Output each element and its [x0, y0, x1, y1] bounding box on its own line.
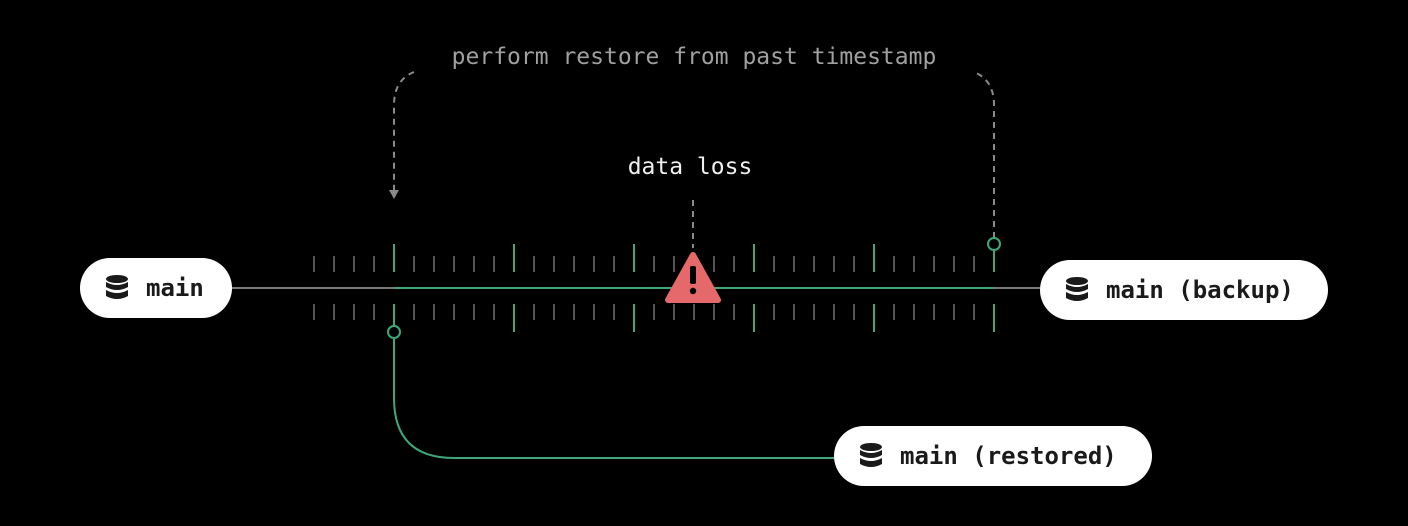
branch-backup[interactable]: main (backup): [1040, 260, 1328, 320]
timeline-ticks: [313, 244, 995, 332]
branch-main[interactable]: main: [80, 258, 232, 318]
branch-restored[interactable]: main (restored): [834, 426, 1152, 486]
restore-point-marker: [387, 325, 401, 339]
branch-backup-label: main (backup): [1106, 276, 1294, 304]
database-icon: [106, 275, 128, 299]
database-icon: [1066, 277, 1088, 301]
data-loss-label: data loss: [627, 154, 753, 180]
restore-annotation: perform restore from past timestamp: [451, 44, 937, 70]
branch-main-label: main: [146, 274, 204, 302]
restored-branch-line: [393, 338, 834, 459]
database-icon: [860, 443, 882, 467]
backup-point-marker: [987, 237, 1001, 251]
restore-arc: [393, 71, 995, 238]
restore-arrowhead: [389, 190, 399, 199]
branch-restored-label: main (restored): [900, 442, 1117, 470]
warning-icon: [665, 252, 721, 303]
